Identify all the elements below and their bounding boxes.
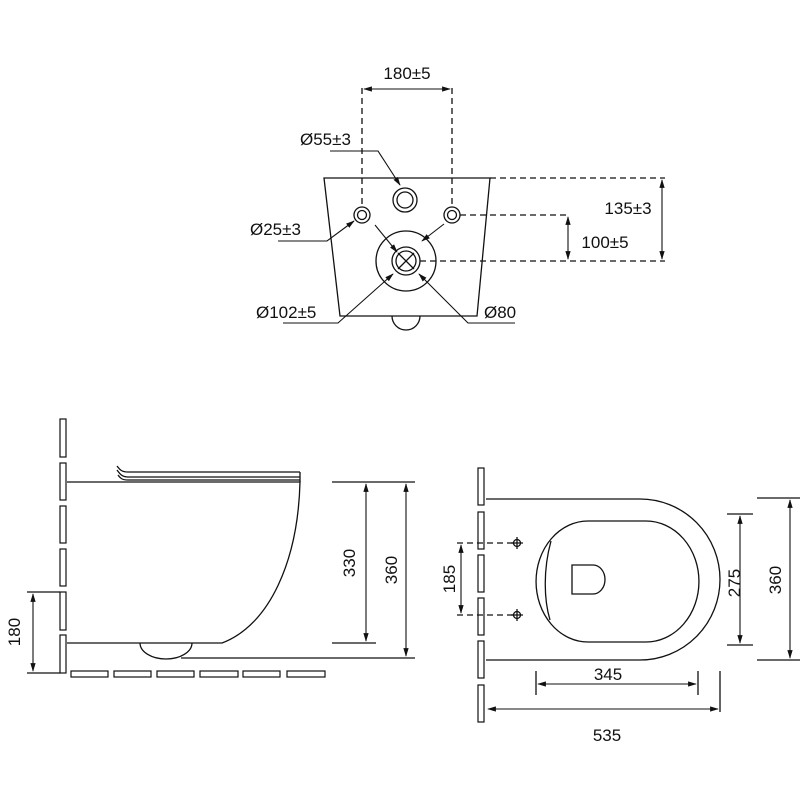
side-body-outline	[67, 481, 301, 644]
seat-lid	[116, 465, 301, 482]
height-reference-lines	[420, 177, 665, 262]
seat-outline	[535, 520, 700, 643]
outlet-core	[395, 250, 417, 272]
inlet-hole-inner	[396, 191, 414, 209]
seat-hinge-line	[544, 540, 552, 621]
bolt-hole-right-inner	[446, 209, 458, 221]
front-view: 180±5 135±3 100±5 Ø55±3 Ø25±3 Ø102±5 Ø80	[250, 64, 665, 331]
leader-arrow-right	[421, 223, 445, 242]
side-extension-lines	[181, 481, 415, 659]
side-bottom-bump	[139, 642, 193, 660]
plan-body-outline	[486, 498, 721, 661]
dim-seat-length: 345	[594, 665, 622, 684]
dim-bolt-vertical-spacing: 185	[440, 565, 459, 593]
dim-bowl-height: 330	[340, 549, 359, 577]
outlet-extension-lines	[27, 591, 60, 674]
dim-bolt-to-outlet: 100±5	[581, 233, 628, 252]
dim-bolt-hole-diameter: Ø25±3	[250, 220, 301, 239]
bolt-crosshair-icon	[511, 537, 523, 621]
plan-wall	[477, 467, 485, 723]
front-bottom-bump	[391, 315, 421, 331]
dim-outlet-outer-diameter: Ø102±5	[256, 303, 316, 322]
bolt-hole-right	[443, 206, 461, 224]
leader-bolt-hole	[278, 220, 355, 242]
dim-total-length: 535	[593, 726, 621, 745]
floor	[70, 670, 326, 678]
front-body-outline	[323, 177, 491, 317]
dim-outlet-inner-diameter: Ø80	[484, 303, 516, 322]
bolt-hole-left-inner	[356, 209, 368, 221]
dim-total-width: 360	[766, 566, 785, 594]
outlet-center-cross	[397, 252, 415, 270]
total-width-extensions	[757, 497, 800, 661]
dim-total-height: 360	[382, 556, 401, 584]
dim-top-to-outlet: 135±3	[604, 199, 651, 218]
bolt-centerlines-plan	[457, 542, 517, 616]
leader-inlet	[330, 150, 401, 186]
side-view: 330 360 180	[5, 418, 415, 678]
leader-outlet-inner	[418, 273, 515, 324]
dim-inlet-diameter: Ø55±3	[300, 130, 351, 149]
seat-cutout-d	[571, 564, 606, 595]
dim-seat-width: 275	[725, 569, 744, 597]
length-extensions	[535, 671, 721, 712]
plan-view: 185 275 360 345 535	[440, 467, 800, 745]
inlet-hole-outer	[392, 187, 418, 213]
seat-width-extensions	[727, 513, 753, 646]
dim-bolt-spacing: 180±5	[383, 64, 430, 83]
bolt-hole-left	[353, 206, 371, 224]
dim-outlet-height: 180	[5, 618, 24, 646]
leader-outlet-outer	[283, 273, 394, 324]
leader-arrow-left	[374, 224, 398, 253]
wall	[59, 418, 67, 674]
bolt-centerlines	[361, 88, 453, 207]
